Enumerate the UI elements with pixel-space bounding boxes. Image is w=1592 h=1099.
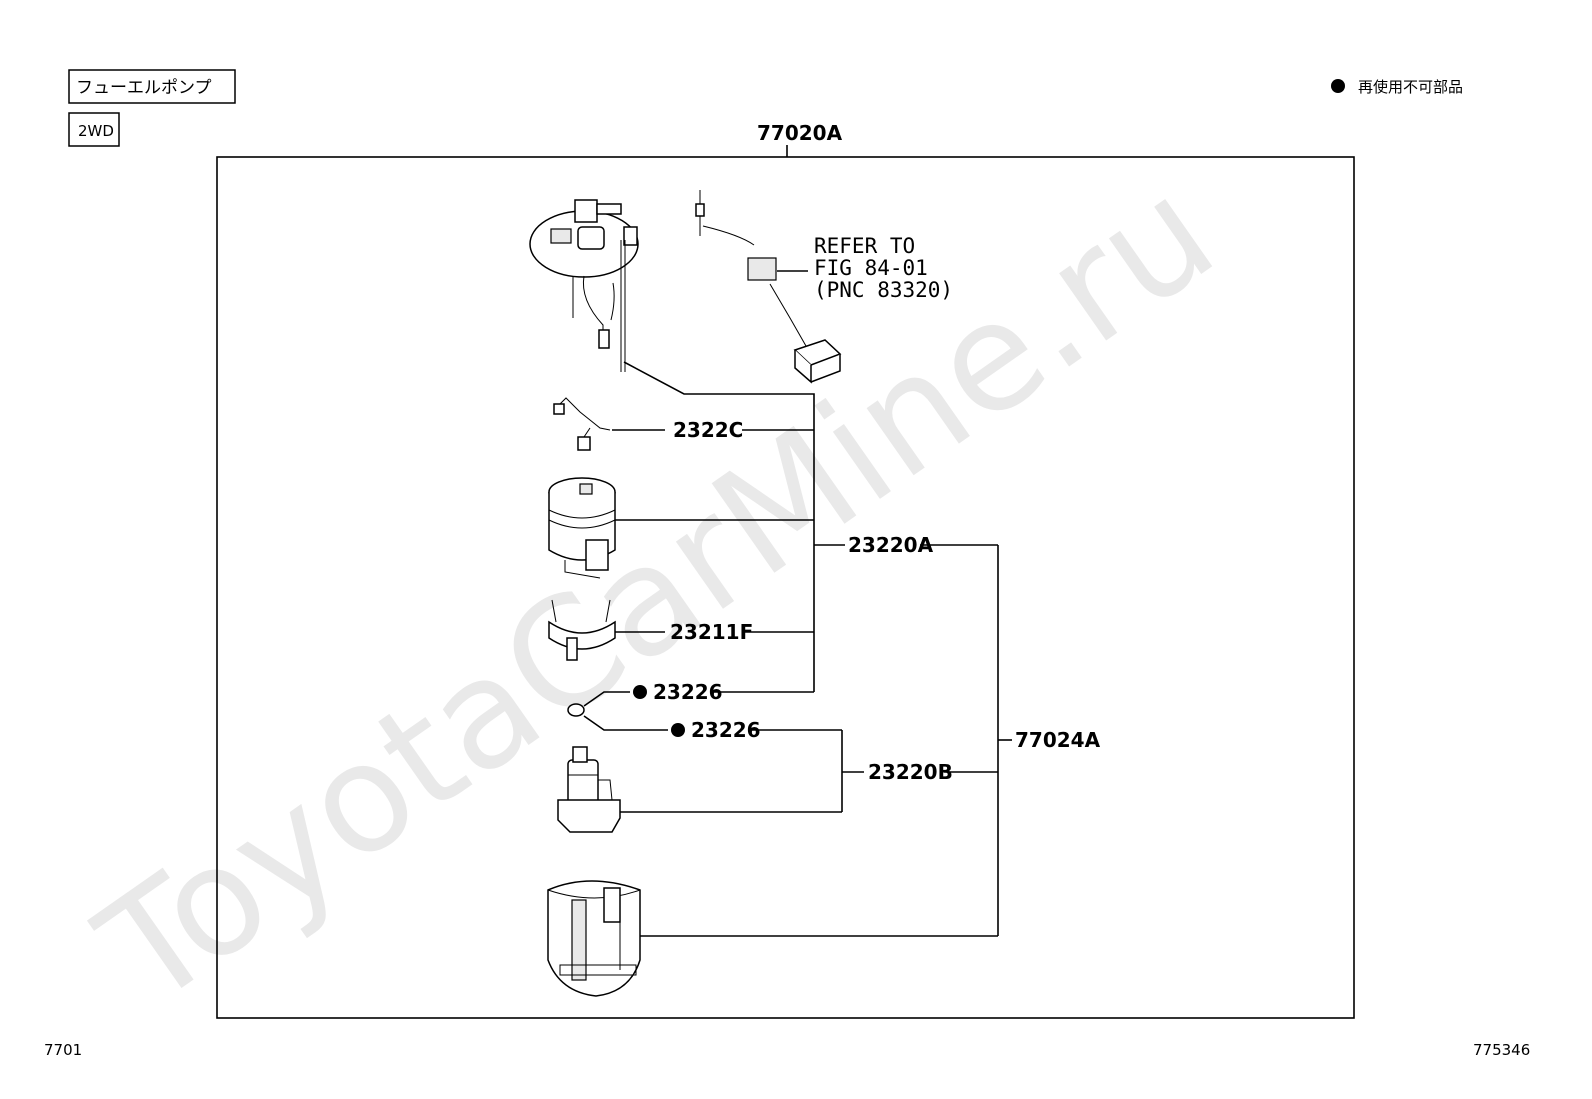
gasket-ring-part (567, 703, 585, 717)
sub-tank-part (547, 880, 641, 997)
fuel-pump-part (557, 746, 621, 833)
assembly-frame (216, 156, 1355, 1019)
non-reusable-dot-icon (671, 723, 685, 737)
label-23211f: 23211F (670, 620, 753, 644)
assembly-label: 77020A (757, 121, 843, 145)
refer-line-1: REFER TO (814, 234, 915, 258)
watermark: ToyotaCarMine.ru (70, 145, 1244, 1040)
fuel-filter-part (548, 477, 616, 579)
refer-line-2: FIG 84-01 (814, 256, 928, 280)
variant-box (68, 112, 120, 147)
label-23226-bottom: 23226 (691, 718, 761, 742)
footer-right-code: 775346 (1473, 1041, 1530, 1059)
bracket-part (548, 599, 616, 661)
fuel-pump-flange-part (529, 199, 639, 372)
variant-box-text: 2WD (78, 122, 114, 140)
non-reusable-dot-icon (633, 685, 647, 699)
title-box-text: フューエルポンプ (76, 78, 212, 98)
non-reusable-dot-icon (1331, 79, 1345, 93)
refer-line-3: (PNC 83320) (814, 278, 953, 302)
footer-left-code: 7701 (44, 1041, 82, 1059)
wire-harness-part (553, 397, 611, 451)
label-2322c: 2322C (673, 418, 743, 442)
title-box (68, 69, 236, 104)
label-23220a: 23220A (848, 533, 934, 557)
bus-line-a (623, 361, 815, 692)
legend-text: 再使用不可部品 (1358, 78, 1463, 96)
label-23226-top: 23226 (653, 680, 723, 704)
label-23220b: 23220B (868, 760, 953, 784)
label-77024a: 77024A (1015, 728, 1101, 752)
fuel-sender-gauge-part (695, 190, 842, 384)
